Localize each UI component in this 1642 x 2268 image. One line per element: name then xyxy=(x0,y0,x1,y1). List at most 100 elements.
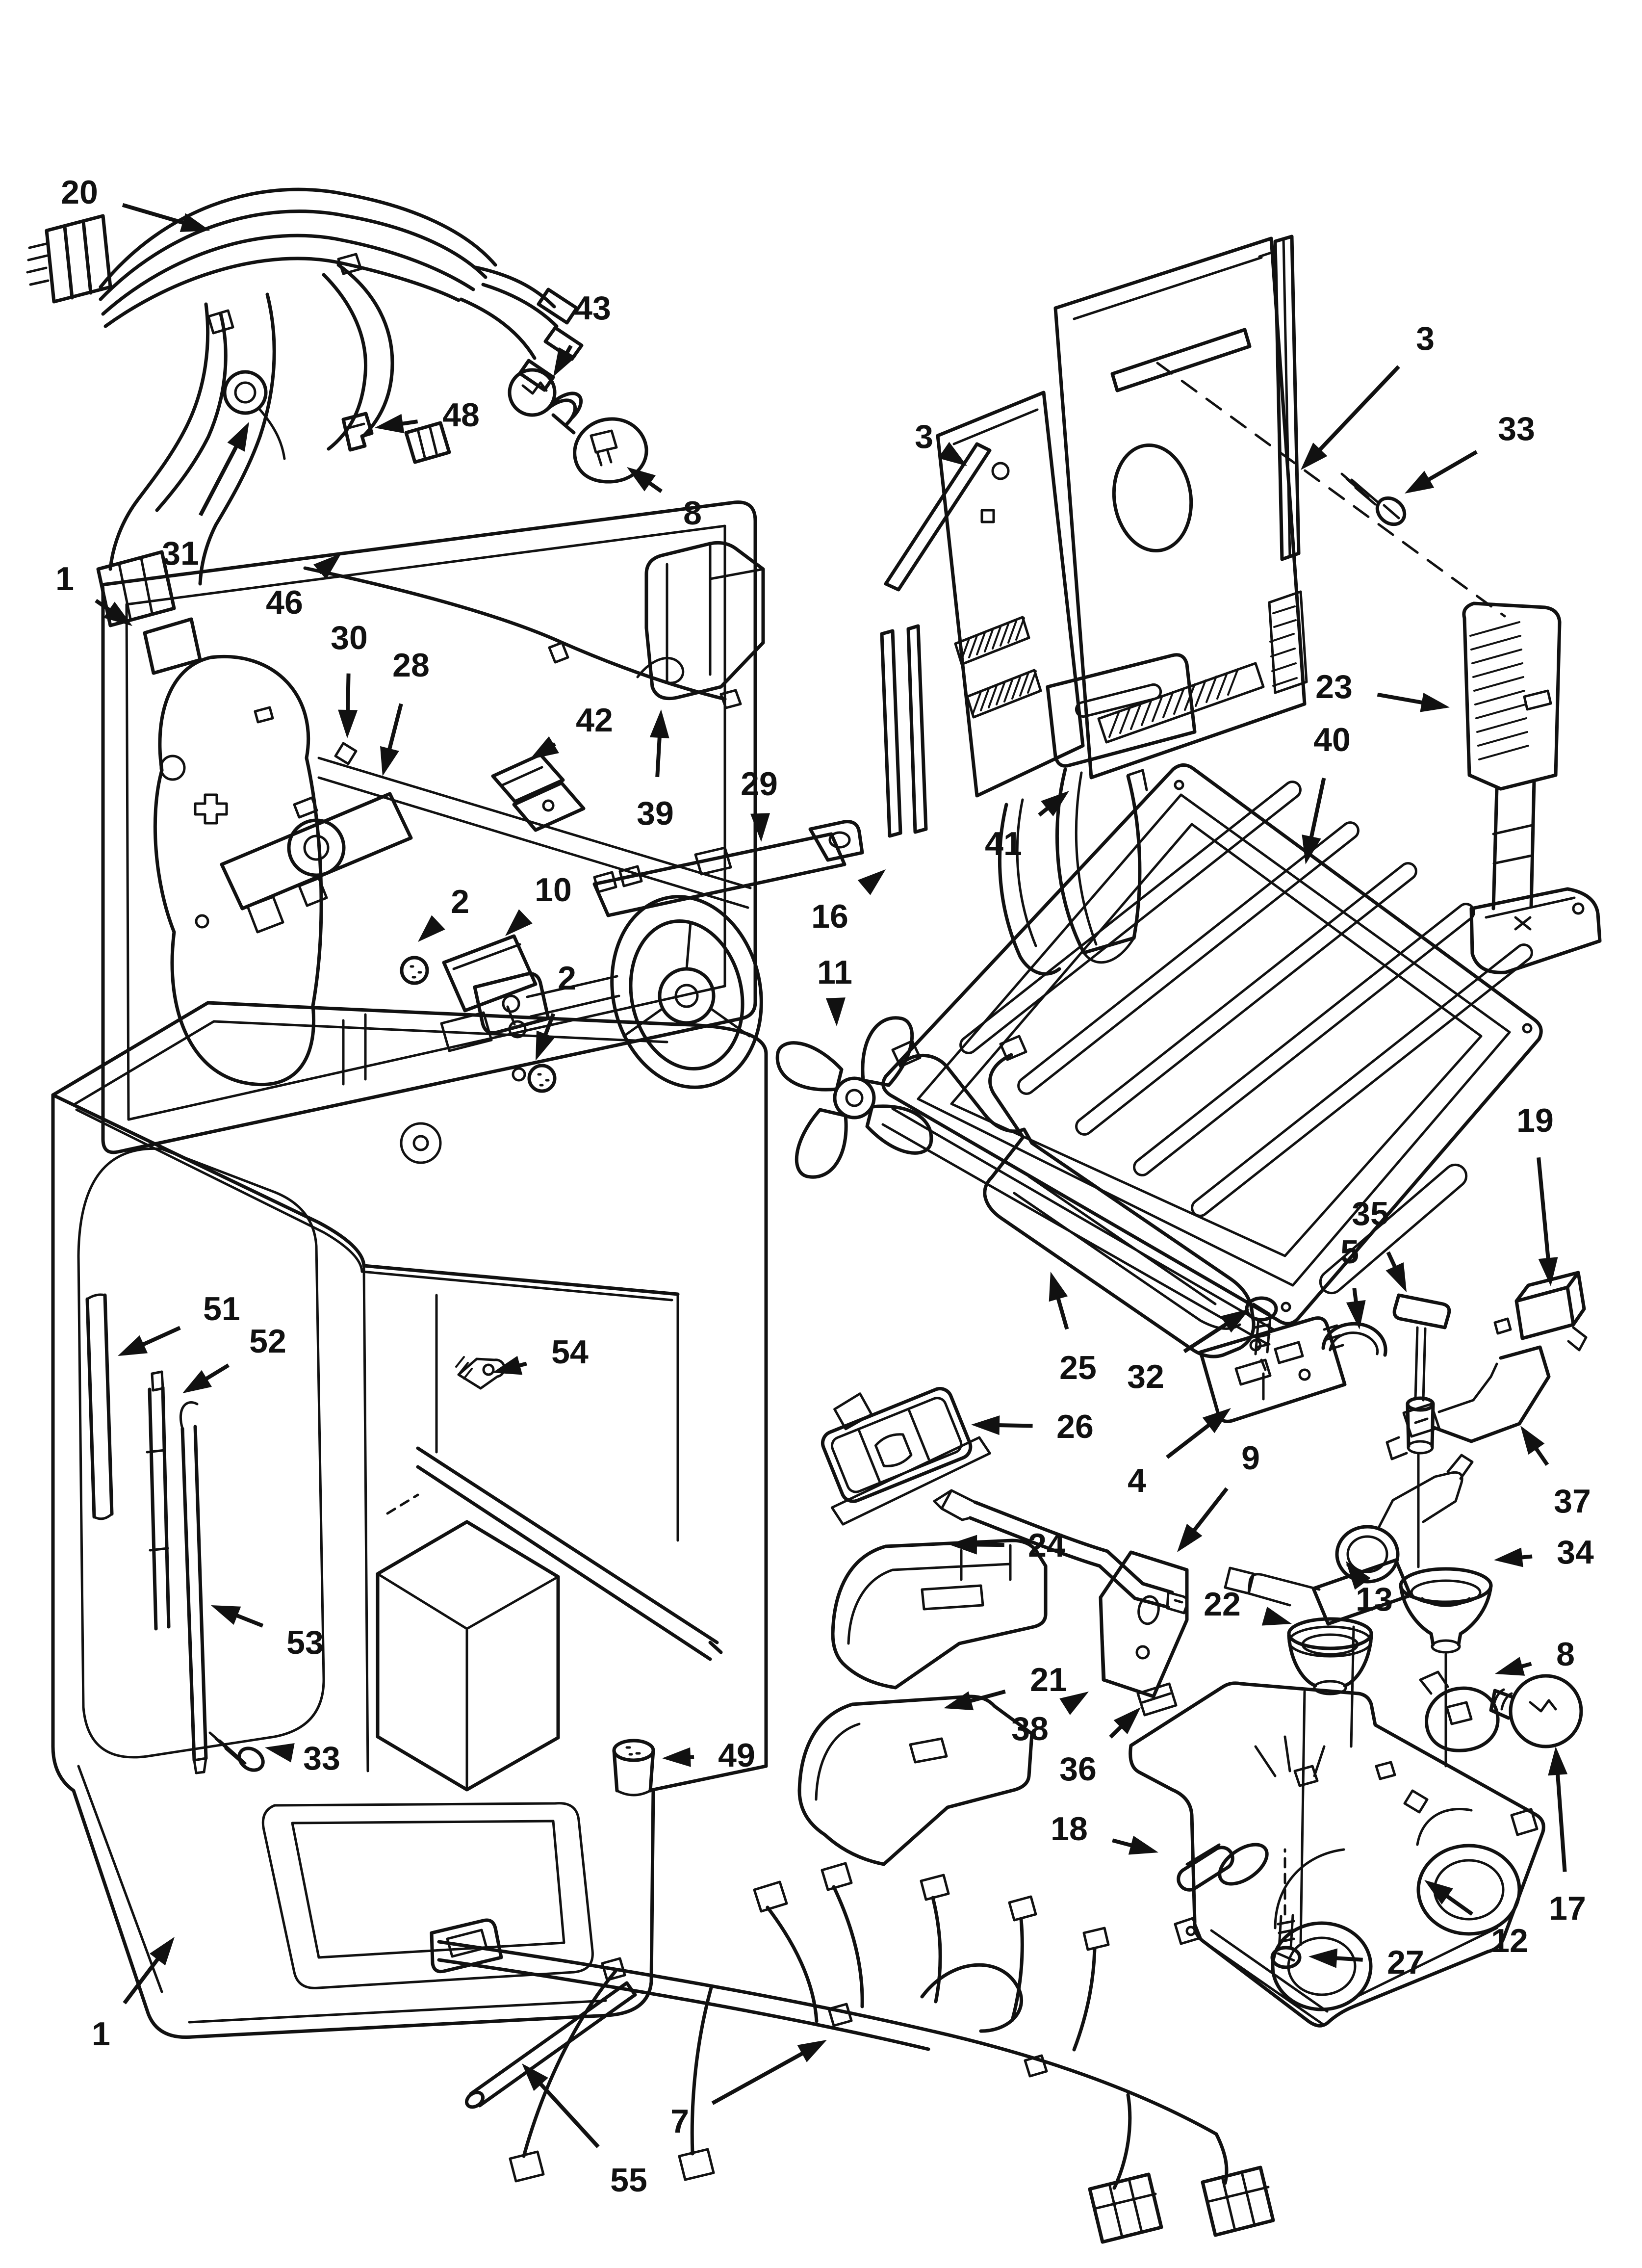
callout-label: 17 xyxy=(1549,1890,1586,1927)
callout-label: 27 xyxy=(1387,1944,1424,1981)
callout-26: 26 xyxy=(971,1408,1094,1445)
damper-control-drawing xyxy=(1462,601,1602,974)
callout-leader-line xyxy=(387,703,403,752)
callout-label: 5 xyxy=(1340,1233,1359,1271)
callout-label: 2 xyxy=(558,960,576,997)
callout-label: 29 xyxy=(741,765,778,803)
callout-1-top: 1 xyxy=(55,560,132,626)
callout-5: 5 xyxy=(1340,1233,1366,1330)
callout-arrowhead xyxy=(492,1356,523,1375)
callout-label: 48 xyxy=(442,396,480,434)
callout-leader-line xyxy=(1112,1838,1134,1848)
callout-arrowhead xyxy=(1424,1880,1453,1904)
fan-assembly-drawing xyxy=(440,820,933,1179)
callout-37: 37 xyxy=(1520,1426,1591,1520)
callout-leader-line xyxy=(1533,1445,1549,1466)
callout-label: 1 xyxy=(92,2015,110,2053)
freezer-liner-drawing xyxy=(100,500,765,1154)
callout-arrowhead xyxy=(227,422,249,452)
callout-arrowhead xyxy=(522,2063,548,2091)
callout-label: 25 xyxy=(1059,1349,1097,1386)
callout-arrowhead xyxy=(750,813,770,842)
callout-label: 19 xyxy=(1516,1102,1554,1139)
callout-label: 32 xyxy=(1127,1358,1164,1395)
callout-leader-line xyxy=(1334,1956,1363,1962)
callout-arrowhead xyxy=(553,347,576,377)
callout-31: 31 xyxy=(162,422,249,572)
callout-label: 55 xyxy=(610,2162,647,2199)
callout-arrowhead xyxy=(949,1535,977,1555)
callout-arrowhead xyxy=(338,709,358,738)
callout-arrowhead xyxy=(1385,1262,1407,1292)
freezer-bulb-socket-drawing xyxy=(508,368,648,484)
callout-leader-line xyxy=(1183,1321,1230,1354)
callout-30: 30 xyxy=(331,619,368,738)
callout-2-right: 2 xyxy=(536,960,576,1061)
callout-label: 31 xyxy=(162,535,199,572)
callout-leader-line xyxy=(968,1690,1006,1704)
callout-arrowhead xyxy=(1220,1309,1250,1333)
callout-48: 48 xyxy=(375,396,480,434)
control-cluster-drawing xyxy=(1199,1271,1588,1946)
callout-label: 41 xyxy=(985,825,1022,862)
callout-arrowhead xyxy=(1346,1561,1371,1590)
callout-12: 12 xyxy=(1424,1880,1528,1959)
callout-arrowhead xyxy=(1420,693,1450,712)
callout-arrowhead xyxy=(1308,1948,1338,1968)
callout-53: 53 xyxy=(211,1605,324,1661)
callout-10: 10 xyxy=(505,871,572,936)
callout-32: 32 xyxy=(1127,1309,1250,1395)
callout-arrowhead xyxy=(1113,1707,1141,1734)
callout-33-top: 33 xyxy=(1405,410,1535,494)
callout-52: 52 xyxy=(182,1323,286,1393)
callout-leader-line xyxy=(1191,1487,1229,1534)
callout-label: 16 xyxy=(811,898,848,935)
callout-label: 3 xyxy=(1416,320,1435,357)
callout-arrowhead xyxy=(530,736,559,759)
callout-label: 39 xyxy=(637,795,674,832)
callout-label: 20 xyxy=(61,174,98,211)
callout-19: 19 xyxy=(1516,1102,1558,1286)
callout-label: 40 xyxy=(1313,721,1351,758)
callout-leader-line xyxy=(399,419,418,426)
callout-36: 36 xyxy=(1059,1707,1141,1788)
callout-28: 28 xyxy=(380,647,430,776)
callout-arrowhead xyxy=(118,1335,148,1356)
callout-54: 54 xyxy=(492,1333,589,1375)
callout-label: 9 xyxy=(1241,1439,1260,1477)
callout-label: 34 xyxy=(1557,1534,1594,1571)
callout-arrowhead xyxy=(1302,834,1321,864)
callout-arrowhead xyxy=(1538,1257,1558,1286)
callout-21: 21 xyxy=(944,1661,1067,1711)
callout-40: 40 xyxy=(1302,721,1351,864)
bottom-harness-drawing xyxy=(430,1862,1275,2244)
callout-7: 7 xyxy=(670,2040,827,2140)
callout-label: 8 xyxy=(1556,1636,1575,1673)
callout-arrowhead xyxy=(944,1691,974,1711)
callout-label: 43 xyxy=(574,289,611,327)
callout-label: 33 xyxy=(1498,410,1535,447)
callout-arrowhead xyxy=(103,601,132,626)
callout-label: 33 xyxy=(303,1740,340,1777)
callout-9: 9 xyxy=(1177,1439,1260,1552)
callout-label: 13 xyxy=(1356,1581,1393,1618)
callout-34: 34 xyxy=(1494,1534,1594,1571)
callout-label: 23 xyxy=(1315,668,1353,705)
callout-8-top: 8 xyxy=(627,467,702,532)
callout-label: 52 xyxy=(249,1323,286,1360)
callout-27: 27 xyxy=(1308,1944,1424,1981)
cabinet-liner-drawing xyxy=(51,1001,768,2039)
callout-arrowhead xyxy=(418,915,445,942)
callout-35: 35 xyxy=(1352,1195,1407,1292)
callout-arrowhead xyxy=(1495,1657,1525,1676)
callout-3-right: 3 xyxy=(1301,320,1435,470)
wiring-harness-top-drawing xyxy=(26,187,584,675)
callout-leader-line xyxy=(1166,1422,1212,1459)
callout-label: 37 xyxy=(1554,1483,1591,1520)
callout-leader-line xyxy=(1055,1295,1069,1330)
callout-leader-line xyxy=(140,1326,181,1348)
console-drawing xyxy=(797,1387,1583,2028)
callout-leader-line xyxy=(1537,1157,1551,1261)
